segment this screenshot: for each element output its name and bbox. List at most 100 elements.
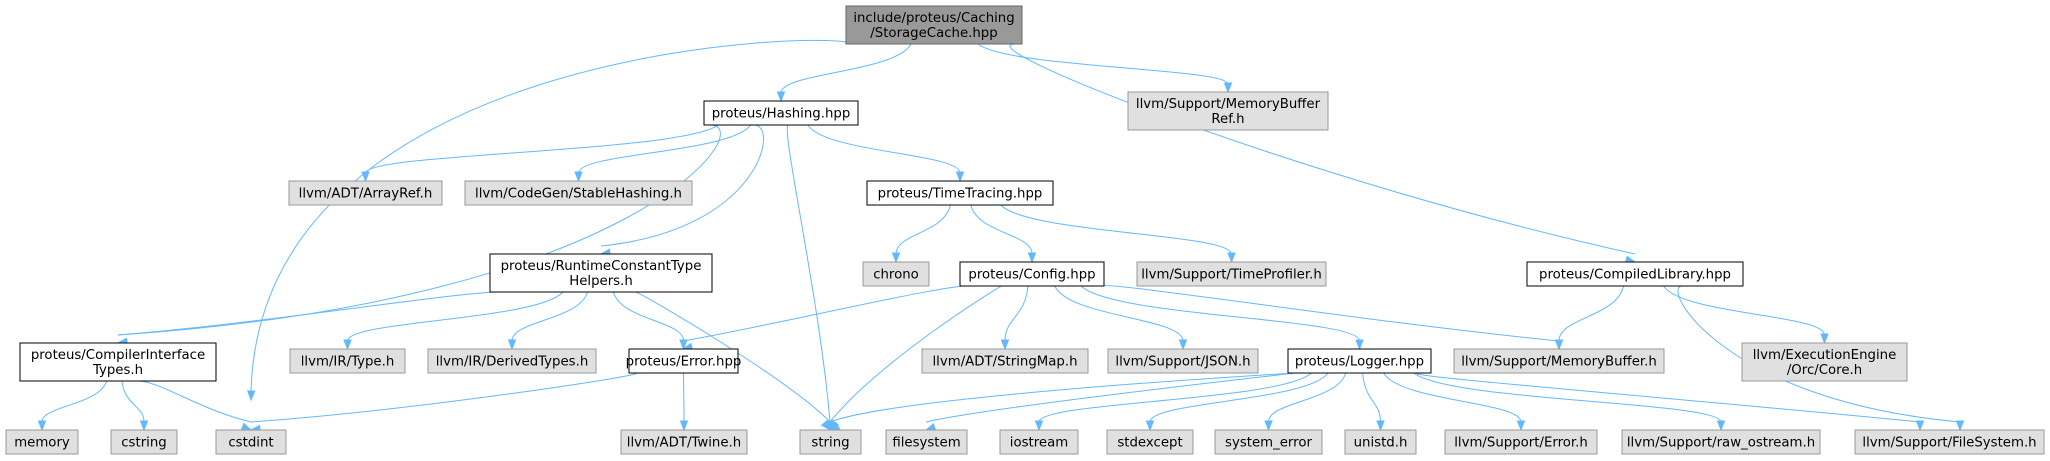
node-label: /Orc/Core.h [1787, 363, 1862, 378]
edge-line [117, 124, 721, 336]
node-label: proteus/TimeTracing.hpp [878, 187, 1043, 202]
node-label: memory [14, 436, 70, 451]
edge-line [1097, 284, 1560, 342]
node-orccore: llvm/ExecutionEngine/Orc/Core.h [1741, 342, 1908, 382]
node-string: string [799, 429, 862, 455]
node-box [1526, 261, 1744, 287]
nodes-layer: include/proteus/Caching/StorageCache.hpp… [5, 5, 2045, 455]
edge-arrowhead [1955, 420, 1965, 432]
node-label: cstring [121, 436, 166, 451]
node-label: include/proteus/Caching [853, 11, 1014, 26]
node-box [427, 348, 597, 374]
edge-storagecache-to-hashing [776, 43, 912, 103]
edge-timetracing-to-timeprofiler [1000, 204, 1236, 264]
node-label: llvm/Support/TimeProfiler.h [1141, 268, 1322, 283]
node-label: proteus/Error.hpp [626, 355, 742, 370]
edge-arrowhead [247, 390, 256, 402]
edge-line [1677, 285, 1961, 423]
edge-arrowhead [955, 171, 965, 183]
node-box [999, 429, 1079, 455]
edge-config-to-logger [1080, 285, 1364, 351]
node-label: filesystem [892, 436, 960, 451]
node-arrayref: llvm/ADT/ArrayRef.h [288, 180, 443, 206]
node-label: llvm/IR/Type.h [301, 355, 395, 370]
edge-line [511, 291, 589, 342]
node-label: chrono [873, 268, 919, 283]
edge-line [1268, 372, 1347, 423]
node-storagecache[interactable]: include/proteus/Caching/StorageCache.hpp [845, 5, 1023, 45]
edge-line [1149, 372, 1329, 423]
edge-arrowhead [139, 420, 149, 432]
edge-arrowhead [1516, 420, 1526, 432]
node-label: llvm/Support/MemoryBuffer [1136, 97, 1321, 112]
node-json: llvm/Support/JSON.h [1107, 348, 1259, 374]
edge-config-to-json [1054, 285, 1188, 351]
node-rawostream: llvm/Support/raw_ostream.h [1621, 429, 1821, 455]
node-label: llvm/Support/MemoryBuffer.h [1461, 355, 1657, 370]
edge-arrowhead [679, 339, 688, 351]
edge-arrowhead [37, 420, 47, 432]
node-label: llvm/ADT/Twine.h [627, 436, 741, 451]
edge-line [121, 380, 145, 423]
node-label: proteus/Config.hpp [968, 268, 1095, 283]
node-label: proteus/CompiledLibrary.hpp [1539, 268, 1731, 283]
node-supporterror: llvm/Support/Error.h [1444, 429, 1598, 455]
node-box [5, 429, 79, 455]
node-box [289, 348, 406, 374]
node-box [489, 253, 713, 293]
node-logger[interactable]: proteus/Logger.hpp [1287, 348, 1432, 374]
edge-timetracing-to-config [970, 204, 1037, 264]
edge-arrowhead [1227, 252, 1236, 264]
edge-arrowhead [679, 420, 689, 432]
node-box [1214, 429, 1323, 455]
node-chrono: chrono [862, 261, 930, 287]
edge-logger-to-supporterror [1383, 372, 1526, 432]
node-memory: memory [5, 429, 79, 455]
edge-line [925, 372, 1296, 423]
edge-runtimeconst-to-derivedtypes [507, 291, 589, 351]
edge-runtimeconst-to-error [612, 291, 688, 351]
node-label: /StorageCache.hpp [870, 26, 997, 41]
edge-logger-to-iostream [1034, 372, 1312, 432]
edge-logger-to-system_error [1264, 372, 1347, 432]
edge-arrowhead [820, 419, 831, 432]
node-compiledlibrary[interactable]: proteus/CompiledLibrary.hpp [1526, 261, 1744, 287]
edge-arrowhead [776, 91, 786, 103]
node-error[interactable]: proteus/Error.hpp [626, 348, 742, 374]
node-label: proteus/RuntimeConstantType [501, 259, 702, 274]
node-box [628, 348, 739, 374]
edge-timetracing-to-chrono [891, 204, 951, 264]
edge-line [250, 372, 638, 423]
node-box [1287, 348, 1432, 374]
edge-line [807, 124, 961, 174]
node-hashing[interactable]: proteus/Hashing.hpp [703, 100, 859, 126]
edge-error-to-twine [679, 372, 689, 432]
node-box [885, 429, 968, 455]
node-label: cstdint [228, 436, 273, 451]
node-config[interactable]: proteus/Config.hpp [959, 261, 1105, 287]
node-memorybuffer: llvm/Support/MemoryBuffer.h [1453, 348, 1665, 374]
edge-line [1080, 285, 1360, 342]
edge-arrowhead [891, 252, 901, 264]
node-label: iostream [1010, 436, 1068, 451]
node-box [866, 180, 1054, 206]
node-label: proteus/Hashing.hpp [712, 107, 851, 122]
edge-arrowhead [1145, 420, 1155, 432]
edge-line [1004, 285, 1029, 342]
edge-runtimeconst-to-irtype [343, 291, 564, 351]
edge-line [137, 380, 252, 423]
edge-logger-to-stdexcept [1145, 372, 1329, 432]
edge-line [1038, 372, 1312, 423]
edge-line [41, 380, 108, 423]
node-stringmap: llvm/ADT/StringMap.h [921, 348, 1089, 374]
edge-arrowhead [1034, 420, 1044, 432]
node-timetracing[interactable]: proteus/TimeTracing.hpp [866, 180, 1054, 206]
edge-config-to-stringmap [1000, 285, 1029, 351]
node-label: unistd.h [1354, 436, 1408, 451]
edge-line [635, 291, 831, 423]
node-label: llvm/Support/Error.h [1454, 436, 1588, 451]
